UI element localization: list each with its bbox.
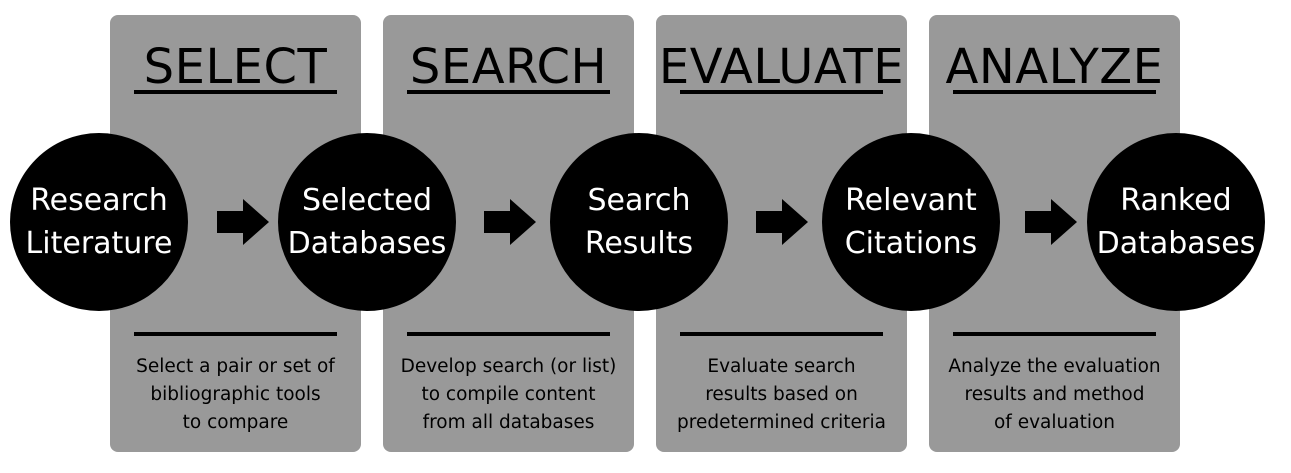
phase-title-analyze: ANALYZE (945, 39, 1164, 95)
phase-title-select: SELECT (143, 39, 328, 95)
phase-description-evaluate: Evaluate search results based on predete… (677, 356, 886, 433)
phase-title-search: SEARCH (409, 39, 608, 95)
arrow-right-icon (217, 199, 269, 245)
phase-description-select: Select a pair or set of bibliographic to… (136, 356, 335, 433)
description-divider (680, 332, 883, 336)
node-research-literature: Research Literature (10, 133, 188, 311)
description-divider (407, 332, 610, 336)
title-underline (680, 90, 883, 94)
phase-description-search: Develop search (or list) to compile cont… (400, 356, 617, 433)
node-search-results: Search Results (550, 133, 728, 311)
description-divider (134, 332, 337, 336)
arrow-right-icon (1025, 199, 1077, 245)
node-ranked-databases: Ranked Databases (1087, 133, 1265, 311)
title-underline (407, 90, 610, 94)
title-underline (134, 90, 337, 94)
phase-description-analyze: Analyze the evaluation results and metho… (948, 356, 1161, 433)
title-underline (953, 90, 1156, 94)
phase-title-evaluate: EVALUATE (658, 39, 905, 95)
node-relevant-citations: Relevant Citations (822, 133, 1000, 311)
arrow-right-icon (756, 199, 808, 245)
description-divider (953, 332, 1156, 336)
arrow-right-icon (484, 199, 536, 245)
node-selected-databases: Selected Databases (278, 133, 456, 311)
